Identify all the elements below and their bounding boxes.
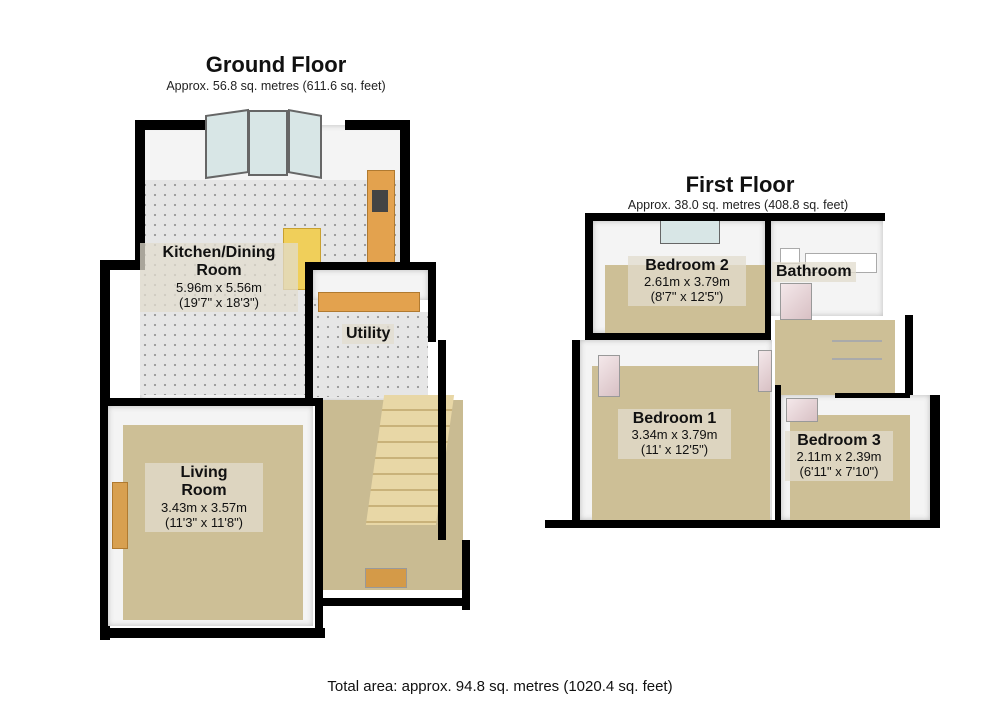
- wall: [905, 315, 913, 395]
- room-name: Bedroom 2: [645, 257, 729, 274]
- wall: [320, 598, 468, 606]
- room-metric: 2.11m x 2.39m: [796, 449, 882, 465]
- wall: [572, 340, 580, 525]
- bifold-door: [205, 108, 249, 180]
- room-name: Room: [196, 262, 242, 280]
- room-name: Living: [180, 464, 228, 481]
- room-imperial: (8'7" x 12'5"): [650, 289, 724, 305]
- utility-worktop: [318, 292, 420, 312]
- sideboard: [112, 482, 128, 549]
- wall: [765, 213, 771, 343]
- wall: [930, 395, 940, 525]
- room-label-utility: Utility: [342, 324, 395, 345]
- kitchen-worktop: [367, 170, 395, 267]
- wall: [305, 262, 435, 270]
- room-label-kitchen-dining: Kitchen/Dining Room 5.96m x 5.56m (19'7"…: [140, 243, 298, 312]
- wall: [400, 120, 410, 265]
- wall: [100, 260, 145, 270]
- wall: [835, 393, 910, 398]
- wall: [315, 398, 323, 638]
- room-name: Kitchen/Dining: [162, 244, 276, 261]
- landing-floor: [775, 320, 895, 400]
- room-name: Bedroom 3: [797, 432, 881, 449]
- bathroom-door: [780, 283, 812, 320]
- bedroom1-door: [758, 350, 772, 392]
- wall: [135, 120, 145, 265]
- room-imperial: (11' x 12'5"): [640, 442, 709, 458]
- wardrobe-door: [598, 355, 620, 397]
- room-metric: 3.34m x 3.79m: [631, 427, 718, 443]
- room-imperial: (11'3" x 11'8"): [164, 514, 244, 530]
- wall: [545, 520, 940, 528]
- first-floor-title: First Floor: [685, 172, 795, 197]
- room-name: Room: [181, 482, 227, 500]
- wall: [305, 262, 313, 402]
- towel-rail-icon: [832, 340, 882, 360]
- bifold-door: [288, 109, 322, 179]
- room-metric: 2.61m x 3.79m: [644, 274, 730, 290]
- room-label-bedroom-2: Bedroom 2 2.61m x 3.79m (8'7" x 12'5"): [628, 256, 746, 307]
- wall: [462, 540, 470, 610]
- first-floor-area: Approx. 38.0 sq. metres (408.8 sq. feet): [627, 198, 849, 212]
- room-name: Bathroom: [776, 263, 852, 280]
- room-name: Utility: [346, 325, 391, 342]
- bifold-door: [248, 110, 288, 176]
- room-name: Bedroom 1: [632, 410, 717, 427]
- wall: [428, 262, 436, 342]
- wall: [775, 385, 781, 525]
- wall: [100, 260, 110, 640]
- room-imperial: (6'11" x 7'10"): [799, 464, 879, 480]
- room-label-bedroom-3: Bedroom 3 2.11m x 2.39m (6'11" x 7'10"): [785, 431, 893, 482]
- wall: [100, 628, 325, 638]
- wall: [438, 340, 446, 540]
- wall: [585, 213, 885, 221]
- wall: [135, 120, 205, 130]
- wall: [590, 333, 770, 340]
- bedroom3-door: [786, 398, 818, 422]
- room-label-living-room: Living Room 3.43m x 3.57m (11'3" x 11'8"…: [145, 463, 263, 532]
- wall: [100, 398, 320, 406]
- hob-icon: [372, 190, 388, 212]
- ground-floor-area: Approx. 56.8 sq. metres (611.6 sq. feet): [166, 79, 386, 93]
- room-imperial: (19'7" x 18'3"): [179, 294, 259, 310]
- window: [660, 221, 720, 244]
- room-metric: 5.96m x 5.56m: [176, 279, 262, 295]
- total-area: Total area: approx. 94.8 sq. metres (102…: [327, 678, 673, 695]
- wall: [345, 120, 405, 130]
- room-metric: 3.43m x 3.57m: [161, 499, 247, 515]
- ground-floor-title: Ground Floor: [205, 52, 347, 77]
- room-label-bathroom: Bathroom: [772, 262, 856, 283]
- room-label-bedroom-1: Bedroom 1 3.34m x 3.79m (11' x 12'5"): [618, 409, 731, 460]
- wall: [585, 213, 593, 343]
- front-door-mat: [365, 568, 407, 588]
